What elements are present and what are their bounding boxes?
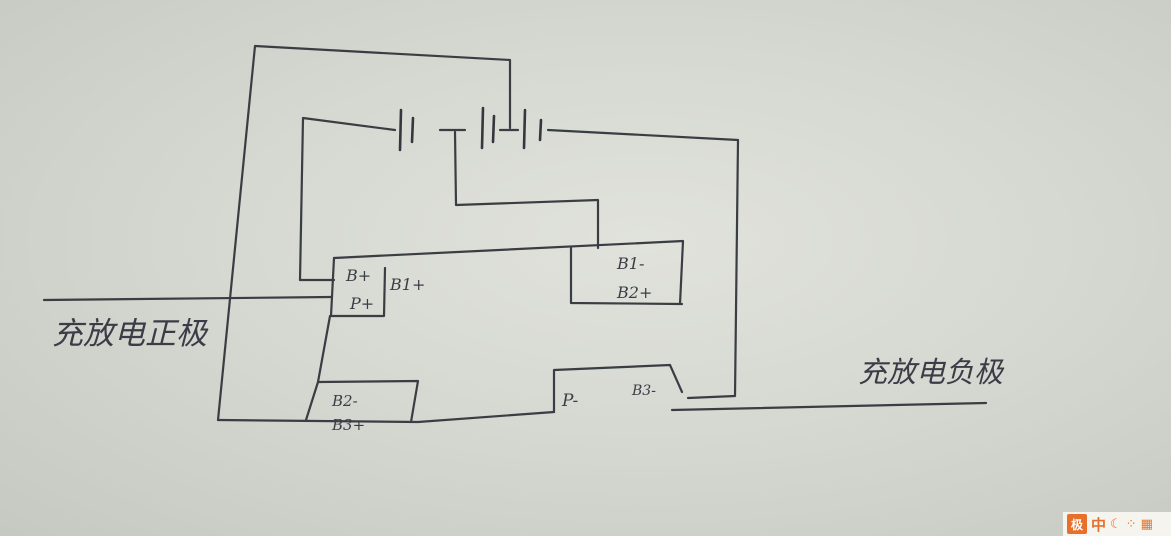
board-top-edge	[332, 239, 685, 306]
label-b2-minus: B2-	[331, 392, 358, 410]
label-p-minus: P-	[561, 391, 579, 411]
cell-3-plate-long	[522, 108, 527, 150]
cell-1-plate-long	[398, 108, 403, 152]
cell-1-plate-short	[410, 116, 415, 144]
watermark-lang: 中	[1091, 515, 1107, 534]
bottom-rail	[216, 410, 556, 424]
label-p-plus: P+	[349, 294, 374, 313]
moon-icon: ☾	[1110, 516, 1122, 532]
left-vertical-connector	[304, 314, 332, 422]
bottom-left-module	[316, 379, 420, 424]
cell-3-plate-short	[538, 118, 543, 142]
top-right-module	[569, 246, 684, 306]
label-b2-plus: B2+	[616, 283, 652, 302]
label-b3-minus: B3-	[631, 383, 656, 399]
label-b1-minus: B1-	[616, 254, 644, 273]
cell-2-plate-short	[491, 114, 496, 144]
bottom-right-module	[552, 363, 684, 414]
watermark: 极 中 ☾ ⁘ ▦	[1063, 512, 1171, 536]
outer-loop-wire	[216, 44, 512, 422]
positive-terminal-label: 充放电正极	[52, 316, 209, 352]
cell-2-plate-long	[480, 106, 485, 150]
watermark-badge: 极	[1067, 514, 1087, 534]
middle-tap-wire	[453, 130, 600, 250]
battery-left-lead	[298, 116, 397, 282]
negative-terminal-label: 充放电负极	[858, 355, 1005, 389]
battery-right-lead	[546, 128, 740, 400]
label-b3-plus: B3+	[331, 416, 365, 434]
battery-pack	[298, 106, 740, 400]
top-left-module	[329, 256, 387, 318]
grid-icon: ▦	[1140, 516, 1153, 532]
label-b1-plus: B1+	[389, 275, 425, 294]
positive-terminal-line	[42, 295, 333, 302]
label-b-plus: B+	[345, 266, 371, 285]
negative-terminal-line	[670, 401, 988, 412]
dots-icon: ⁘	[1125, 516, 1137, 532]
